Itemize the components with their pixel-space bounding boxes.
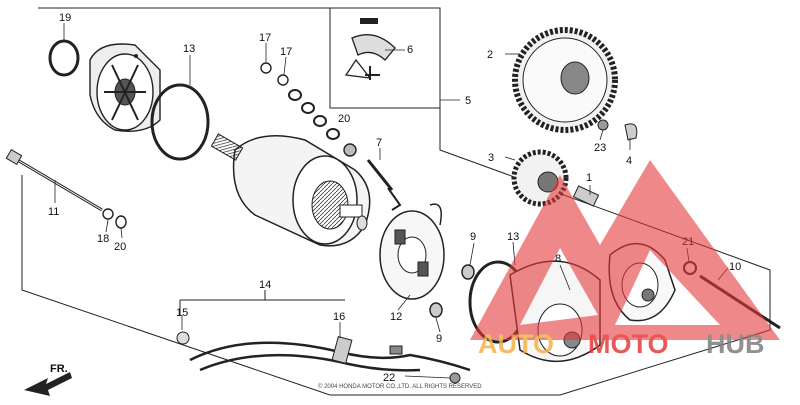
callout-5: 5 bbox=[465, 95, 471, 107]
brush-holder-12 bbox=[379, 203, 445, 300]
direction-label: FR. bbox=[50, 363, 68, 375]
watermark-part-3: HUB bbox=[706, 329, 765, 359]
callout-12: 12 bbox=[390, 311, 402, 323]
watermark-part-2: MOTO bbox=[588, 329, 669, 359]
washer-9-upper bbox=[461, 264, 475, 280]
callout-8: 8 bbox=[555, 253, 561, 265]
callout-13-bottom: 13 bbox=[507, 231, 519, 243]
callout-13-top: 13 bbox=[183, 43, 195, 55]
terminal-7 bbox=[366, 159, 402, 211]
callout-9-lower: 9 bbox=[436, 333, 442, 345]
front-housing bbox=[89, 43, 161, 132]
gear-2 bbox=[512, 27, 618, 133]
callout-18: 18 bbox=[97, 233, 109, 245]
watermark-triangle-icon bbox=[470, 160, 780, 340]
callout-6: 6 bbox=[407, 44, 413, 56]
callout-20-bottom: 20 bbox=[114, 241, 126, 253]
watermark-part-1: AUTO bbox=[478, 329, 554, 359]
washer-18 bbox=[102, 208, 114, 220]
bolt-23 bbox=[597, 119, 609, 131]
callout-22: 22 bbox=[383, 372, 395, 384]
bracket-6 bbox=[344, 18, 396, 80]
callout-10: 10 bbox=[729, 261, 741, 273]
callout-16: 16 bbox=[333, 311, 345, 323]
o-ring-13 bbox=[150, 83, 210, 161]
callout-17-a: 17 bbox=[259, 32, 271, 44]
callout-7: 7 bbox=[376, 137, 382, 149]
cable-harness-14 bbox=[176, 290, 471, 384]
copyright-text: © 2004 HONDA MOTOR CO.,LTD. ALL RIGHTS R… bbox=[318, 383, 482, 390]
callout-11: 11 bbox=[48, 206, 59, 218]
callout-20-top: 20 bbox=[338, 113, 350, 125]
bolt-11 bbox=[5, 148, 103, 212]
callout-15: 15 bbox=[176, 307, 188, 319]
washer-20-left bbox=[115, 215, 127, 229]
direction-indicator: FR. bbox=[24, 363, 72, 396]
callout-23: 23 bbox=[594, 142, 606, 154]
callout-3: 3 bbox=[488, 152, 494, 164]
pin-1 bbox=[572, 185, 600, 207]
callout-4: 4 bbox=[626, 155, 632, 167]
armature-assembly bbox=[210, 133, 371, 247]
washer-9-lower bbox=[429, 302, 443, 318]
callout-14: 14 bbox=[259, 279, 271, 291]
o-ring-19 bbox=[48, 39, 80, 77]
callout-19: 19 bbox=[59, 12, 71, 24]
washer-stack bbox=[260, 62, 357, 157]
callout-1: 1 bbox=[586, 172, 592, 184]
callout-17-b: 17 bbox=[280, 46, 292, 58]
callout-2: 2 bbox=[487, 49, 493, 61]
detail-box-6 bbox=[329, 7, 441, 109]
arrow-left-icon bbox=[24, 372, 72, 396]
callout-9-upper: 9 bbox=[470, 231, 476, 243]
watermark: AUTO MOTO HUB bbox=[470, 160, 780, 359]
clip-4 bbox=[624, 123, 638, 141]
